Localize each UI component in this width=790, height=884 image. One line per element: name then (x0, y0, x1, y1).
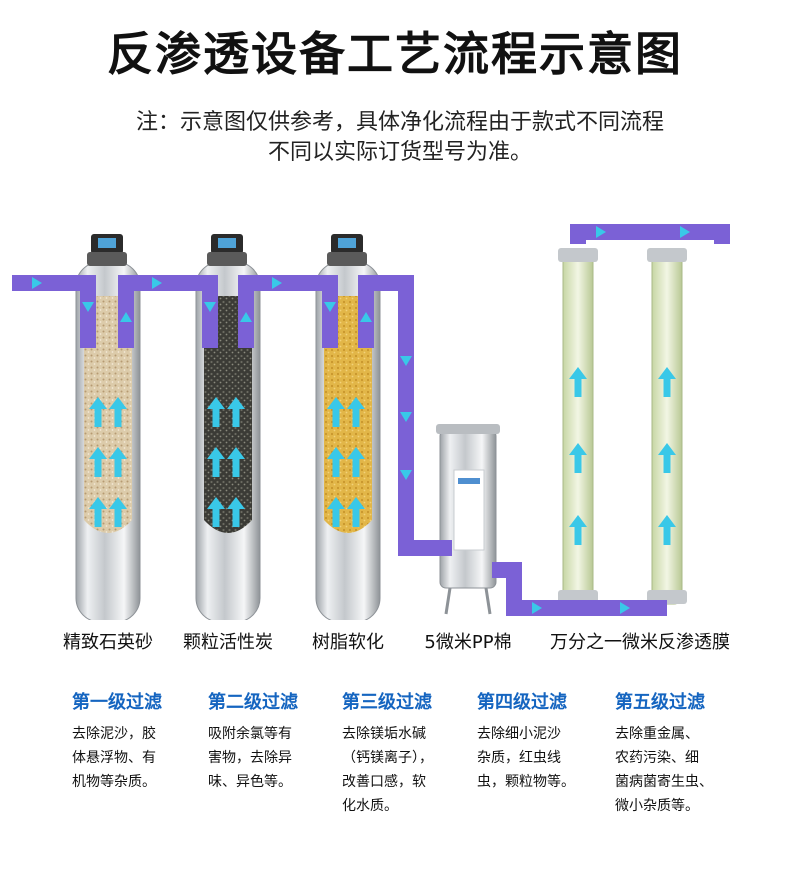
stage-1-title: 第一级过滤 (72, 692, 162, 713)
stage-2: 第二级过滤 吸附余氯等有 害物，去除异 味、异色等。 (208, 688, 328, 794)
stage-5-description: 去除重金属、 农药污染、细 菌病菌寄生虫、 微小杂质等。 (615, 722, 745, 818)
stage-2-desc-line: 味、异色等。 (208, 774, 292, 790)
stage-3-desc-line: 改善口感，软 (342, 774, 426, 790)
stage-5-desc-line: 农药污染、细 (615, 750, 699, 766)
stage-5-desc-line: 菌病菌寄生虫、 (615, 774, 713, 790)
stage-1-desc-line: 体悬浮物、有 (72, 750, 156, 766)
stage-3: 第三级过滤 去除镁垢水碱 （钙镁离子）， 改善口感，软 化水质。 (342, 688, 466, 818)
label-resin-softener: 树脂软化 (312, 632, 384, 653)
page-title: 反渗透设备工艺流程示意图 (107, 27, 683, 81)
stage-2-title: 第二级过滤 (208, 692, 298, 713)
stage-5-title: 第五级过滤 (615, 692, 705, 713)
stage-3-title: 第三级过滤 (342, 692, 432, 713)
stage-4-desc-line: 虫，颗粒物等。 (477, 774, 575, 790)
stage-4: 第四级过滤 去除细小泥沙 杂质，红虫线 虫，颗粒物等。 (477, 688, 601, 794)
stage-4-title: 第四级过滤 (477, 692, 567, 713)
pp-cotton-filter-housing (436, 424, 500, 615)
stage-5-desc-line: 微小杂质等。 (615, 798, 699, 814)
label-activated-carbon: 颗粒活性炭 (183, 632, 273, 653)
disclaimer-note: 注：示意图仅供参考，具体净化流程由于款式不同流程 不同以实际订货型号为准。 (80, 108, 720, 168)
stage-1-desc-line: 机物等杂质。 (72, 774, 156, 790)
stage-3-desc-line: （钙镁离子）， (342, 750, 433, 766)
pipe-flow-arrows (32, 226, 690, 614)
stage-4-description: 去除细小泥沙 杂质，红虫线 虫，颗粒物等。 (477, 722, 601, 794)
stage-5: 第五级过滤 去除重金属、 农药污染、细 菌病菌寄生虫、 微小杂质等。 (615, 688, 745, 818)
process-diagram (12, 224, 730, 620)
ro-membrane-2 (647, 248, 687, 605)
label-ro-membrane: 万分之一微米反渗透膜 (550, 632, 730, 653)
ro-membrane-1 (558, 248, 598, 605)
stage-2-desc-line: 害物，去除异 (208, 750, 292, 766)
stage-2-description: 吸附余氯等有 害物，去除异 味、异色等。 (208, 722, 328, 794)
note-line-2: 不同以实际订货型号为准。 (267, 140, 532, 165)
stage-4-desc-line: 去除细小泥沙 (477, 726, 561, 742)
stage-1-description: 去除泥沙，胶 体悬浮物、有 机物等杂质。 (72, 722, 192, 794)
stage-3-desc-line: 化水质。 (342, 798, 398, 814)
stage-1-desc-line: 去除泥沙，胶 (72, 726, 156, 742)
label-quartz-sand: 精致石英砂 (63, 632, 153, 653)
stage-4-desc-line: 杂质，红虫线 (477, 750, 561, 766)
stage-3-desc-line: 去除镁垢水碱 (342, 726, 426, 742)
note-line-1: 注：示意图仅供参考，具体净化流程由于款式不同流程 (135, 110, 664, 135)
label-pp-cotton: 5微米PP棉 (424, 632, 512, 653)
stage-3-description: 去除镁垢水碱 （钙镁离子）， 改善口感，软 化水质。 (342, 722, 466, 818)
stage-1: 第一级过滤 去除泥沙，胶 体悬浮物、有 机物等杂质。 (72, 688, 192, 794)
stage-2-desc-line: 吸附余氯等有 (208, 726, 292, 742)
stage-5-desc-line: 去除重金属、 (615, 726, 699, 742)
